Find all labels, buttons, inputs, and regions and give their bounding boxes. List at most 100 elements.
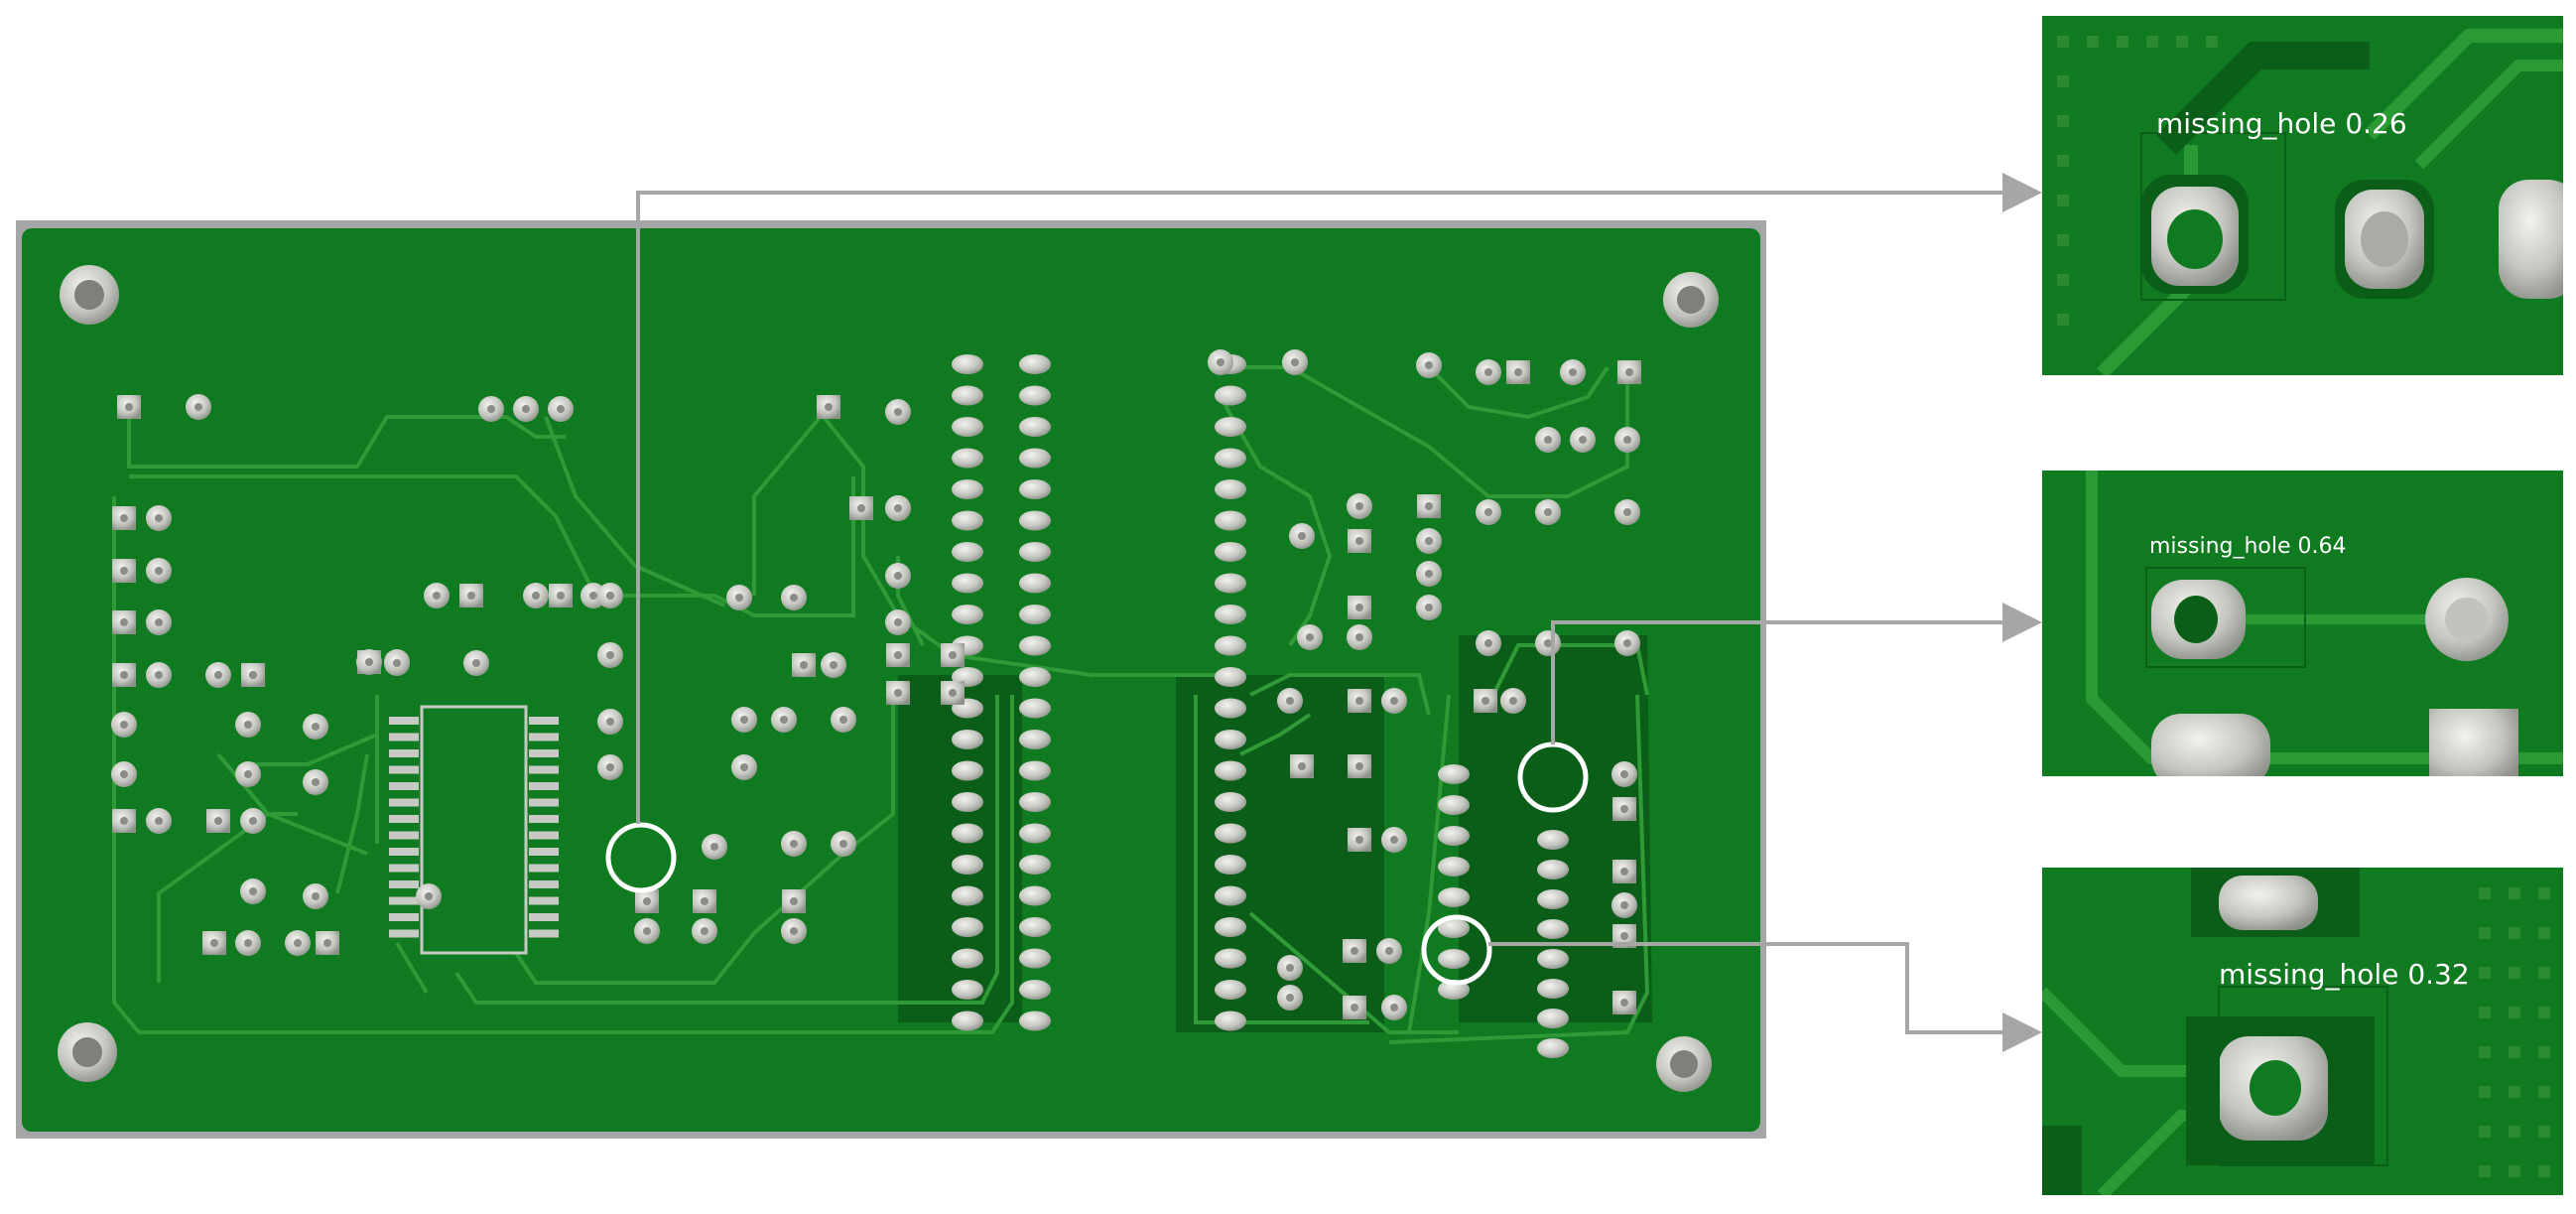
- pad-hole: [312, 778, 320, 786]
- dip-pad: [952, 417, 983, 437]
- pad-hole: [522, 405, 530, 413]
- pad-hole: [1355, 537, 1363, 545]
- pad-hole: [1351, 1004, 1358, 1012]
- dip-pad: [1019, 542, 1051, 562]
- pad-hole: [894, 651, 902, 659]
- dip-pad: [1215, 667, 1246, 687]
- pad-hole: [589, 592, 597, 600]
- dip-pad: [1019, 635, 1051, 656]
- pad-hole: [1286, 994, 1294, 1002]
- dip-pad: [1019, 417, 1051, 437]
- smd-pad: [389, 929, 419, 938]
- pad-hole: [557, 592, 565, 600]
- dip-pad: [1215, 448, 1246, 469]
- dip-pad: [1019, 385, 1051, 406]
- pad-hole: [830, 661, 837, 669]
- pad-hole: [894, 618, 902, 626]
- pad-hole: [1620, 901, 1628, 909]
- pad-hole: [735, 594, 743, 602]
- dip-pad: [1019, 855, 1051, 875]
- dip-pad: [1215, 917, 1246, 937]
- dip-pad: [952, 980, 983, 1000]
- pad-hole: [643, 927, 651, 935]
- dip-pad: [1215, 573, 1246, 594]
- dip-pad: [1438, 826, 1470, 846]
- pad-hole: [1390, 836, 1398, 844]
- dip-pad: [952, 573, 983, 594]
- dip-pad: [1019, 980, 1051, 1000]
- pad-hole: [155, 514, 163, 522]
- dip-pad: [1019, 730, 1051, 749]
- dip-pad: [1215, 635, 1246, 656]
- pad-hole: [894, 689, 902, 697]
- pad-hole: [1355, 762, 1363, 770]
- pad-hole: [800, 661, 808, 669]
- pad-hole: [857, 504, 865, 512]
- pad-hole: [120, 671, 128, 679]
- pad-hole: [323, 939, 331, 947]
- dip-pad: [1215, 542, 1246, 562]
- pad-hole: [1484, 508, 1492, 516]
- pad-hole: [249, 671, 257, 679]
- smd-pad: [529, 733, 559, 742]
- dip-pad: [1438, 918, 1470, 938]
- dip-pad: [1215, 385, 1246, 406]
- smd-pad: [389, 749, 419, 757]
- dip-pad: [1438, 887, 1470, 907]
- pad-hole: [1484, 368, 1492, 376]
- pad-hole: [1286, 697, 1294, 705]
- connector-2: [1551, 603, 2042, 744]
- pad-hole: [532, 592, 540, 600]
- dip-pad: [1537, 889, 1569, 909]
- dip-pad: [1019, 667, 1051, 687]
- smd-pad: [529, 782, 559, 790]
- dip-pad: [1019, 948, 1051, 969]
- pad-hole: [294, 939, 302, 947]
- pad-hole: [1390, 697, 1398, 705]
- pad-hole: [120, 770, 128, 778]
- pad-hole: [557, 405, 565, 413]
- detection-label-3: missing_hole 0.32: [2219, 958, 2470, 991]
- pcb-board: [16, 220, 1766, 1139]
- pad-hole: [125, 403, 133, 411]
- pad-hole: [467, 592, 475, 600]
- pad-hole: [1425, 604, 1433, 611]
- pad-hole: [1620, 805, 1628, 813]
- dip-pad: [1537, 949, 1569, 969]
- dip-pad: [1215, 885, 1246, 906]
- smd-pad: [529, 880, 559, 888]
- pad-hole: [1217, 358, 1224, 366]
- smd-pad: [389, 831, 419, 840]
- pad-hole: [1351, 947, 1358, 955]
- smd-pad: [529, 765, 559, 774]
- dip-pad: [1019, 605, 1051, 624]
- pad-hole: [214, 817, 222, 825]
- pad-hole: [312, 723, 320, 731]
- pad-hole: [1306, 633, 1314, 641]
- pad-hole: [120, 721, 128, 729]
- dip-pad: [1215, 479, 1246, 499]
- ic-footprint: [389, 705, 559, 955]
- pad-hole: [210, 939, 218, 947]
- pad-hole: [1514, 368, 1522, 376]
- pad-hole: [120, 567, 128, 575]
- pad-hole: [1620, 770, 1628, 778]
- smd-pad: [529, 749, 559, 757]
- pad-hole: [839, 716, 847, 724]
- pad-hole: [120, 817, 128, 825]
- dip-pad: [952, 760, 983, 781]
- dip-pad: [1019, 573, 1051, 594]
- smd-pad: [529, 864, 559, 873]
- dip-pad: [1019, 885, 1051, 906]
- pad-hole: [790, 840, 798, 848]
- pad-hole: [1544, 508, 1552, 516]
- dip-pad: [1537, 979, 1569, 999]
- dip-pad: [1537, 860, 1569, 879]
- dip-pad: [1215, 605, 1246, 624]
- dip-pad: [1215, 510, 1246, 531]
- pad-hole: [1298, 532, 1306, 540]
- pad-hole: [365, 658, 373, 666]
- detection-label-1: missing_hole 0.26: [2156, 107, 2407, 140]
- dip-pad: [1537, 1038, 1569, 1058]
- pad-hole: [1544, 639, 1552, 647]
